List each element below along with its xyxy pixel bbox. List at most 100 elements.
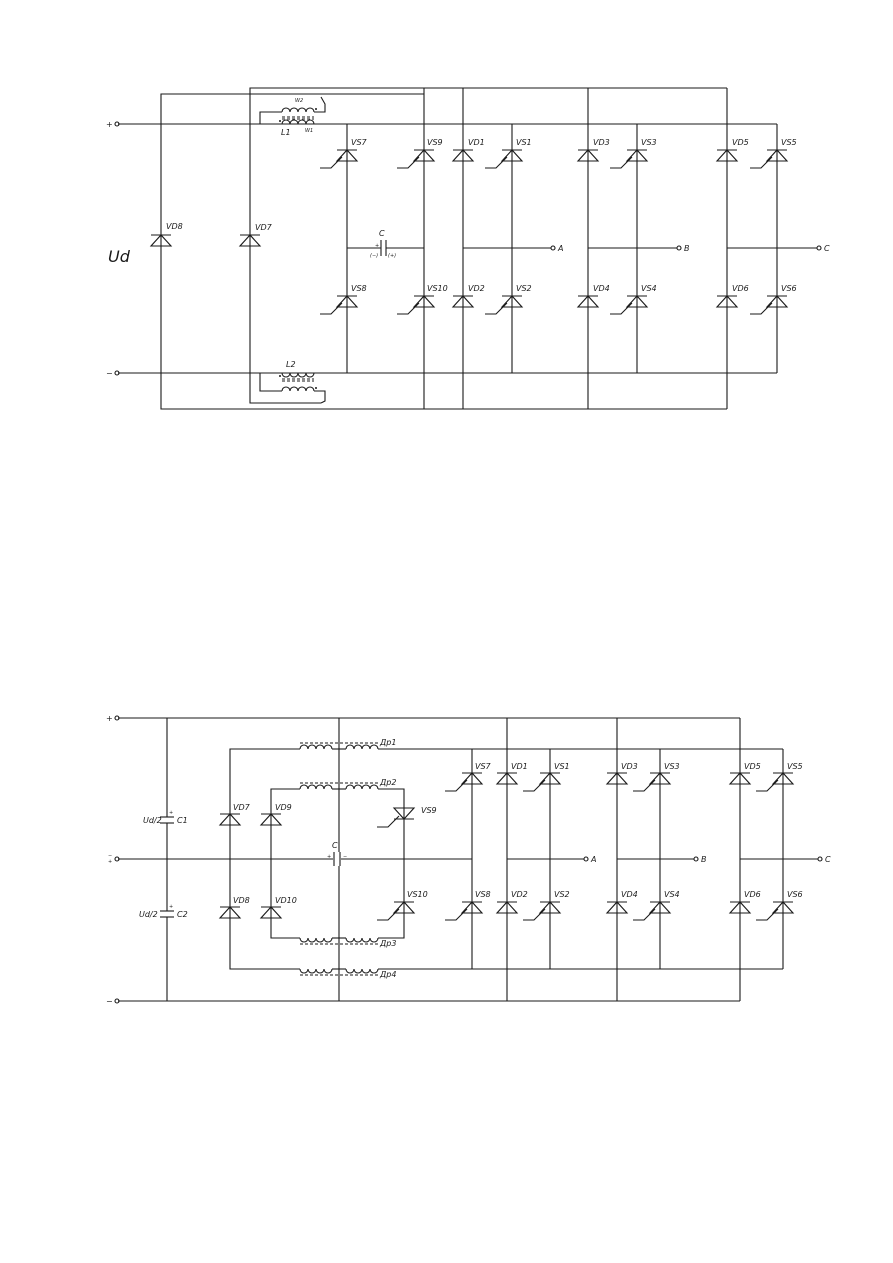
- d1-cap-pol-left: (−): [370, 253, 378, 259]
- d2-plus-terminal[interactable]: [114, 715, 120, 721]
- d2-vs5-label: VS5: [787, 762, 803, 771]
- d2-inner-loop-right: [378, 788, 405, 939]
- d1-vs5-label: VS5: [781, 138, 797, 147]
- d2-vs1-thyristor-icon: [522, 772, 561, 792]
- d2-dr4-label: Др4: [379, 970, 396, 979]
- d1-vd3-label: VD3: [593, 138, 610, 147]
- d2-vs8-thyristor-icon: [444, 901, 483, 921]
- d2-choke-dr1-icon: [299, 742, 379, 750]
- d2-dr2-label: Др2: [379, 778, 396, 787]
- d2-vd4-label: VD4: [621, 890, 638, 899]
- d1-vs6-label: VS6: [781, 284, 797, 293]
- d2-c1-value: Ud/2: [143, 816, 162, 825]
- d2-plus-sign: +: [106, 714, 113, 723]
- d2-vd8-label: VD8: [233, 896, 250, 905]
- d2-vd10-label: VD10: [275, 896, 297, 905]
- d2-output-b-terminal[interactable]: [693, 856, 699, 862]
- d1-vs1-thyristor-icon: [484, 149, 523, 169]
- d2-vs6-thyristor-icon: [755, 901, 794, 921]
- d2-vd9-label: VD9: [275, 803, 292, 812]
- d2-vs4-label: VS4: [664, 890, 680, 899]
- d2-vs5-thyristor-icon: [755, 772, 794, 792]
- d1-vs4-label: VS4: [641, 284, 657, 293]
- d1-vs7-thyristor-icon: [319, 149, 358, 169]
- d1-vs10-thyristor-icon: [396, 295, 435, 315]
- d1-output-a-terminal[interactable]: [550, 245, 556, 251]
- d1-l1-w2-label: W2: [295, 98, 303, 104]
- d2-c1-plus: +: [169, 810, 173, 816]
- d1-cap-plus: +: [375, 243, 379, 249]
- d1-vd8-label: VD8: [166, 222, 183, 231]
- d2-output-c-terminal[interactable]: [817, 856, 823, 862]
- d2-inner-loop: [270, 788, 300, 939]
- d1-vd1-label: VD1: [468, 138, 485, 147]
- d1-vs1-label: VS1: [516, 138, 532, 147]
- d1-vs2-label: VS2: [516, 284, 532, 293]
- d2-minus-sign: −: [106, 997, 113, 1006]
- d1-vs9-label: VS9: [427, 138, 443, 147]
- d2-vs7-thyristor-icon: [444, 772, 483, 792]
- d2-cap-plus: +: [327, 854, 331, 860]
- d1-vs4-thyristor-icon: [609, 295, 648, 315]
- d2-c1-label: C1: [177, 816, 188, 825]
- d1-minus-terminal[interactable]: [114, 370, 120, 376]
- d1-vs6-thyristor-icon: [749, 295, 788, 315]
- d2-vs6-label: VS6: [787, 890, 803, 899]
- d2-output-a-label: A: [590, 855, 596, 864]
- d2-cap-minus: −: [343, 854, 347, 860]
- d1-outer-frame: [160, 93, 424, 410]
- d2-choke-dr4-icon: [299, 968, 379, 976]
- d2-vd1-label: VD1: [511, 762, 528, 771]
- d1-vd4-label: VD4: [593, 284, 610, 293]
- d2-vs4-thyristor-icon: [632, 901, 671, 921]
- d2-vd3-label: VD3: [621, 762, 638, 771]
- d2-c2-label: C2: [177, 910, 188, 919]
- d1-cap-pol-right: (+): [388, 253, 396, 259]
- d2-dr1-label: Др1: [379, 738, 396, 747]
- d2-vd6-label: VD6: [744, 890, 761, 899]
- d1-l1-w1-label: W1: [305, 128, 313, 134]
- d2-mid-sign: −+: [108, 853, 112, 865]
- d1-vd5-label: VD5: [732, 138, 749, 147]
- d1-choke-l2-icon: [259, 372, 326, 404]
- d2-cap-gap: [333, 852, 341, 866]
- d1-vs3-thyristor-icon: [609, 149, 648, 169]
- d2-c2-icon: [160, 910, 174, 918]
- d1-vs8-label: VS8: [351, 284, 367, 293]
- d2-dr3-label: Др3: [379, 939, 396, 948]
- d2-minus-terminal[interactable]: [114, 998, 120, 1004]
- d2-vs2-label: VS2: [554, 890, 570, 899]
- d1-output-a-label: A: [557, 244, 563, 253]
- d2-vs1-label: VS1: [554, 762, 570, 771]
- d2-c1-icon: [160, 816, 174, 824]
- d2-vs9-thyristor-icon: [376, 807, 415, 828]
- d1-vs8-thyristor-icon: [319, 295, 358, 315]
- d1-choke-l1-icon: [259, 96, 326, 125]
- d2-vs8-label: VS8: [475, 890, 491, 899]
- d1-plus-terminal[interactable]: [114, 121, 120, 127]
- d2-output-a-terminal[interactable]: [583, 856, 589, 862]
- d2-choke-dr3-icon: [299, 937, 379, 945]
- d2-vs10-label: VS10: [407, 890, 428, 899]
- d1-vd6-label: VD6: [732, 284, 749, 293]
- d1-supply-label: Ud: [108, 247, 131, 266]
- d2-vd7-label: VD7: [233, 803, 251, 812]
- d2-vd5-label: VD5: [744, 762, 761, 771]
- d2-output-b-label: B: [701, 855, 707, 864]
- d1-vs10-label: VS10: [427, 284, 448, 293]
- d2-vs7-label: VS7: [475, 762, 492, 771]
- d1-output-c-label: C: [824, 244, 830, 253]
- d1-vs9-thyristor-icon: [396, 149, 435, 169]
- d1-output-b-terminal[interactable]: [676, 245, 682, 251]
- d2-mid-terminal[interactable]: [114, 856, 120, 862]
- d1-output-c-terminal[interactable]: [816, 245, 822, 251]
- d1-vs7-label: VS7: [351, 138, 368, 147]
- d2-output-c-label: C: [825, 855, 831, 864]
- d2-c2-plus: +: [169, 904, 173, 910]
- d1-vd2-label: VD2: [468, 284, 485, 293]
- d1-output-b-label: B: [684, 244, 690, 253]
